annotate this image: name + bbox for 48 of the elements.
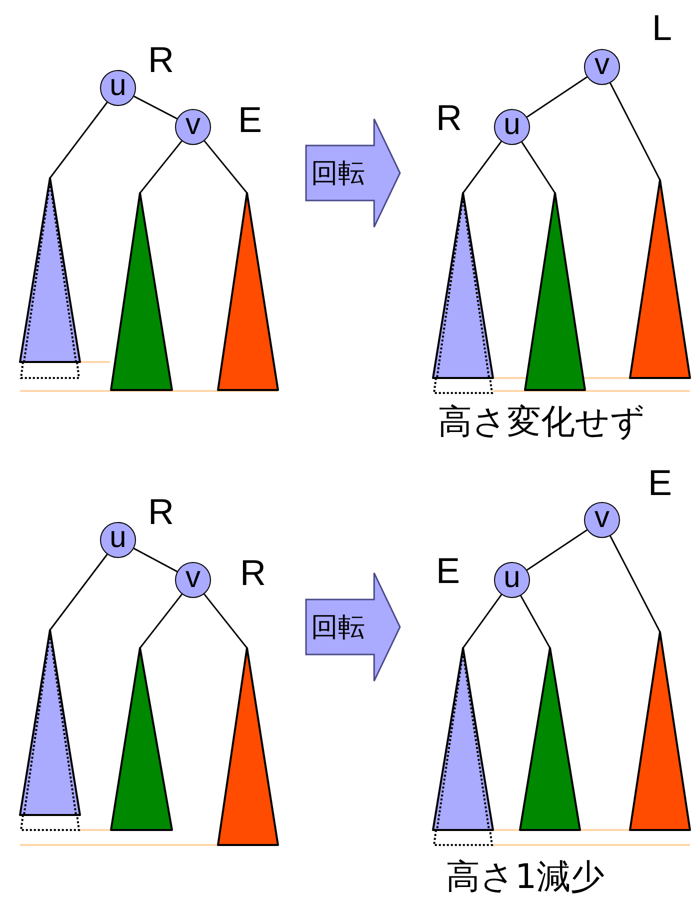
balance-label: E: [436, 553, 460, 589]
tree-node: v: [175, 562, 211, 598]
height-caption: 高さ1減少: [446, 860, 605, 894]
tree-node: v: [584, 49, 620, 85]
height-caption: 高さ変化せず: [438, 405, 645, 439]
balance-label: E: [648, 465, 672, 501]
tree-node: u: [494, 109, 530, 145]
balance-label: R: [240, 555, 266, 591]
tree-node: v: [584, 502, 620, 538]
subtree-triangle: [109, 646, 174, 832]
tree-edge: [134, 548, 178, 572]
rotation-label: 回転: [311, 614, 365, 640]
balance-label: R: [148, 42, 174, 78]
tree-edge: [139, 140, 182, 194]
rotation-label: 回転: [311, 160, 365, 186]
subtree-triangle: [431, 646, 495, 847]
tree-edge: [462, 594, 502, 648]
tree-node: u: [100, 70, 136, 106]
tree-edge: [134, 96, 178, 120]
subtree-triangle: [18, 628, 82, 832]
tree-edge: [526, 76, 588, 118]
tree-edge: [204, 140, 248, 194]
tree-edge: [521, 142, 556, 194]
tree-edge: [610, 82, 661, 180]
subtree-triangle: [18, 176, 82, 380]
tree-node: v: [175, 109, 211, 145]
tree-edge: [526, 529, 588, 571]
tree-edge: [520, 595, 551, 648]
subtree-triangle: [628, 630, 692, 832]
tree-node: u: [494, 562, 530, 598]
tree-edge: [49, 554, 108, 630]
tree-edge: [204, 594, 248, 648]
tree-edge: [139, 594, 183, 648]
tree-edge: [462, 141, 502, 194]
tree-edge: [49, 102, 108, 178]
subtree-triangle: [109, 191, 174, 392]
subtree-triangle: [628, 178, 692, 380]
subtree-triangle: [216, 191, 280, 392]
balance-label: L: [652, 10, 672, 46]
tree-edge: [610, 536, 661, 632]
balance-label: R: [148, 494, 174, 530]
subtree-triangle: [216, 646, 280, 847]
balance-label: E: [238, 102, 262, 138]
tree-node: u: [100, 522, 136, 558]
subtree-triangle: [431, 191, 495, 395]
subtree-triangle: [518, 646, 582, 832]
subtree-triangle: [523, 191, 587, 392]
balance-label: R: [436, 100, 462, 136]
